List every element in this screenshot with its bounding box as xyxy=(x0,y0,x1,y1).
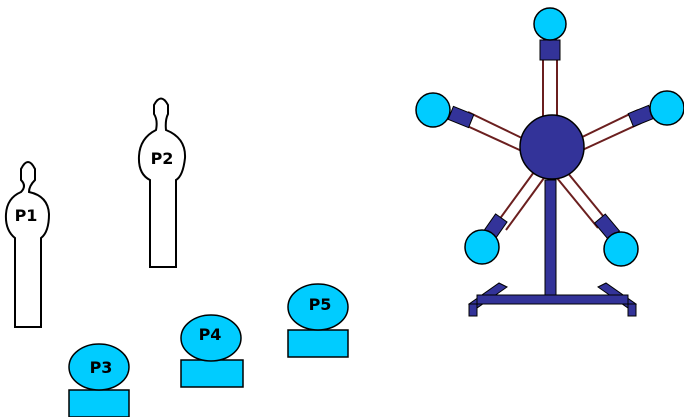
label-p3: P3 xyxy=(90,358,113,377)
label-p2: P2 xyxy=(151,149,174,168)
gondola-left xyxy=(415,92,451,128)
head-p5 xyxy=(287,283,349,331)
base-left-tip xyxy=(468,303,478,317)
label-p5: P5 xyxy=(309,295,332,314)
gondola-lower-left xyxy=(464,229,500,265)
seat-p4 xyxy=(180,359,244,388)
spoke-lower-left-b xyxy=(505,177,545,231)
spoke-right-a xyxy=(575,109,639,141)
spoke-right-b xyxy=(577,122,642,153)
gondola-top xyxy=(533,7,567,41)
spoke-lower-left-a xyxy=(495,171,535,225)
head-p4 xyxy=(180,314,242,362)
spoke-lower-right-b xyxy=(566,171,609,223)
seated-p3: P3 xyxy=(68,343,130,417)
label-p4: P4 xyxy=(199,325,222,344)
wheel-base xyxy=(468,179,637,317)
base-right-tip xyxy=(627,303,637,317)
spoke-left-b xyxy=(464,124,525,153)
label-p1: P1 xyxy=(15,206,38,225)
base-crossbar xyxy=(476,294,629,305)
seat-p5 xyxy=(287,329,349,358)
gondola-lower-right xyxy=(603,231,639,267)
seated-p5: P5 xyxy=(287,283,349,358)
gondola-right xyxy=(649,90,684,126)
figure-p2: P2 xyxy=(137,97,187,268)
ferris-wheel xyxy=(415,7,684,317)
wheel-spokes xyxy=(464,58,642,231)
connector-top xyxy=(539,39,561,61)
head-p3 xyxy=(68,343,130,391)
wheel-hub xyxy=(519,114,585,180)
figure-p1-outline xyxy=(4,161,51,328)
figure-p2-outline xyxy=(137,97,187,268)
spoke-left-a xyxy=(467,111,527,141)
spoke-lower-right-a xyxy=(556,177,599,229)
wheel-gondolas xyxy=(415,7,684,267)
seated-p4: P4 xyxy=(180,314,244,388)
seat-p3 xyxy=(68,389,130,417)
wheel-post xyxy=(544,179,557,296)
connector-left xyxy=(447,105,475,129)
figure-p1: P1 xyxy=(4,161,51,328)
